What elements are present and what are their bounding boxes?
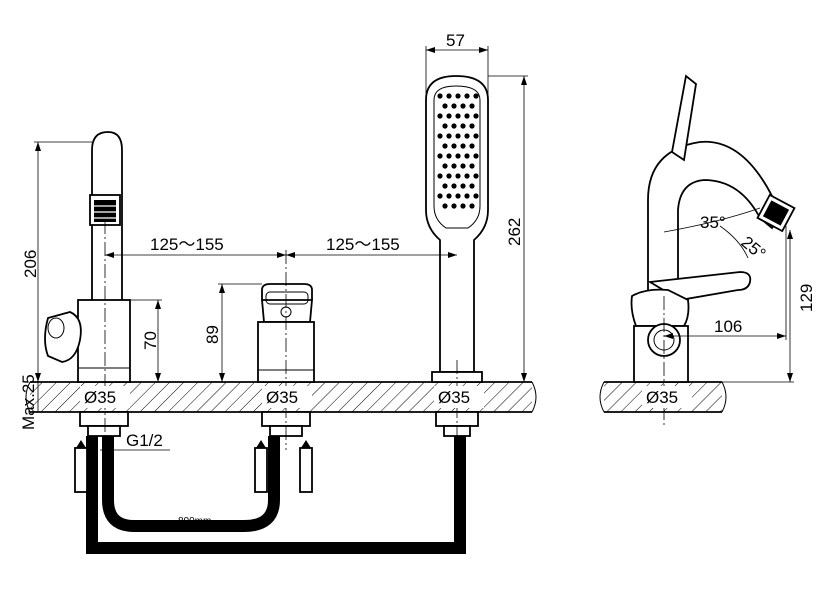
dimension-lines <box>34 46 794 451</box>
nozzle-dot <box>446 113 452 119</box>
dim-262: 262 <box>505 218 524 246</box>
nozzle-dot <box>446 153 452 159</box>
arrowhead <box>219 373 225 382</box>
arrowhead <box>521 76 527 85</box>
dim-57: 57 <box>446 31 465 50</box>
nozzle-dot <box>464 113 470 119</box>
nozzle-dot <box>464 173 470 179</box>
nozzle-dot <box>442 203 448 209</box>
arrowhead <box>479 47 488 53</box>
arrowhead <box>219 284 225 293</box>
hose-label-2: 800mm <box>178 542 211 553</box>
dim-max-25: Max.25 <box>19 374 38 430</box>
nozzle-dot <box>460 183 466 189</box>
arrowhead <box>448 252 457 258</box>
nozzle-dot <box>446 173 452 179</box>
arrowhead <box>35 142 41 151</box>
nozzle-dot <box>437 113 443 119</box>
nozzle-dot <box>437 133 443 139</box>
nozzle-dot <box>455 113 461 119</box>
arrowhead <box>155 300 161 309</box>
nozzle-dot <box>469 163 475 169</box>
nozzle-dot <box>442 183 448 189</box>
arrowhead <box>277 252 286 258</box>
dim-106: 106 <box>714 317 742 336</box>
dim-206: 206 <box>21 250 40 278</box>
nozzle-dot <box>455 93 461 99</box>
dim-angle-25: 25° <box>737 233 769 264</box>
dim-129: 129 <box>797 284 816 312</box>
nozzle-dot <box>464 133 470 139</box>
nozzle-dot <box>460 103 466 109</box>
nozzle-dot <box>442 103 448 109</box>
nozzle-dot <box>469 123 475 129</box>
nozzle-dot <box>464 153 470 159</box>
nozzle-dot <box>455 133 461 139</box>
nozzle-dot <box>473 113 479 119</box>
nozzle-dot <box>455 153 461 159</box>
nozzle-dot <box>437 193 443 199</box>
nozzle-dot <box>451 183 457 189</box>
arrowhead <box>426 47 435 53</box>
nozzle-dot <box>469 103 475 109</box>
nozzle-dot <box>455 173 461 179</box>
nozzle-dot <box>442 163 448 169</box>
hoses <box>74 436 466 554</box>
dim-hole-mixer: Ø35 <box>266 388 298 407</box>
connection-thread: G1/2 <box>126 431 163 450</box>
arrowhead <box>777 333 786 339</box>
dim-89: 89 <box>203 325 222 344</box>
nozzle-dot <box>460 123 466 129</box>
dim-hole-side: Ø35 <box>646 388 678 407</box>
spout-assembly <box>44 131 131 437</box>
nozzle-dot <box>451 203 457 209</box>
arrowhead <box>521 373 527 382</box>
nozzle-dot <box>473 173 479 179</box>
nozzle-dot <box>437 93 443 99</box>
nozzle-dot <box>446 193 452 199</box>
nozzle-dot <box>455 193 461 199</box>
dim-spacing-right: 125～155 <box>326 235 400 254</box>
nozzle-dot <box>437 173 443 179</box>
nozzle-dot <box>460 163 466 169</box>
nozzle-dot <box>469 203 475 209</box>
arrowhead <box>787 373 793 382</box>
nozzle-dot <box>446 93 452 99</box>
arrowhead <box>286 252 295 258</box>
nozzle-dot <box>451 143 457 149</box>
nozzle-dot <box>451 123 457 129</box>
dim-hole-spout: Ø35 <box>84 388 116 407</box>
nozzle-dot <box>469 183 475 189</box>
nozzle-dot <box>473 193 479 199</box>
dimension-arrowheads <box>35 47 793 382</box>
dim-hole-shower: Ø35 <box>438 388 470 407</box>
nozzle-dot <box>451 103 457 109</box>
shower-nozzles <box>437 93 479 209</box>
arrowhead <box>35 373 41 382</box>
nozzle-dot <box>437 153 443 159</box>
nozzle-dot <box>473 153 479 159</box>
nozzle-dot <box>473 133 479 139</box>
arrowhead <box>105 252 114 258</box>
nozzle-dot <box>469 143 475 149</box>
arrowhead <box>155 373 161 382</box>
arrowhead <box>664 333 673 339</box>
side-view-assembly <box>630 74 796 383</box>
nozzle-dot <box>446 133 452 139</box>
dim-angle-35: 35° <box>700 213 726 232</box>
nozzle-dot <box>460 203 466 209</box>
nozzle-dot <box>473 93 479 99</box>
arrowhead <box>787 230 793 239</box>
nozzle-dot <box>442 143 448 149</box>
nozzle-dot <box>451 163 457 169</box>
nozzle-dot <box>464 193 470 199</box>
dim-70: 70 <box>141 331 160 350</box>
hose-label-1: 800mm <box>178 516 211 527</box>
nozzle-dot <box>442 123 448 129</box>
nozzle-dot <box>460 143 466 149</box>
dim-spacing-left: 125～155 <box>150 235 224 254</box>
nozzle-dot <box>464 93 470 99</box>
